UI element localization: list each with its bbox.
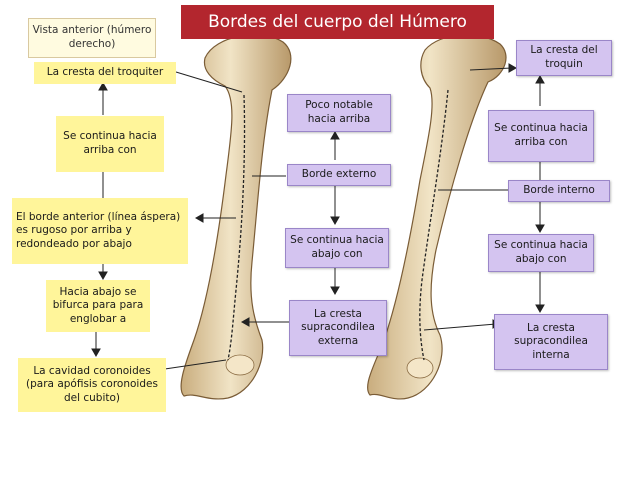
continua-arriba-right-label: Se continua hacia arriba con (488, 110, 594, 162)
external-supracondylar-crest-label: La cresta supracondilea externa (289, 300, 387, 356)
internal-border-label: Borde interno (508, 180, 610, 202)
connector-arrows (91, 63, 545, 371)
left-humerus-image (180, 34, 292, 400)
view-note: Vista anterior (húmero derecho) (28, 18, 156, 58)
continua-abajo-middle-label: Se continua hacia abajo con (285, 228, 389, 268)
troquin-crest-label: La cresta del troquin (516, 40, 612, 76)
page-title: Bordes del cuerpo del Húmero (181, 5, 494, 39)
right-humerus-image (367, 34, 507, 400)
coronoid-fossa-label: La cavidad coronoides (para apófisis cor… (18, 358, 166, 412)
troquiter-crest-label: La cresta del troquiter (34, 62, 176, 84)
continua-abajo-right-label: Se continua hacia abajo con (488, 234, 594, 272)
poco-notable-label: Poco notable hacia arriba (287, 94, 391, 132)
continua-arriba-left-label: Se continua hacia arriba con (56, 116, 164, 172)
external-border-label: Borde externo (287, 164, 391, 186)
internal-supracondylar-crest-label: La cresta supracondilea interna (494, 314, 608, 370)
bifurca-label: Hacia abajo se bifurca para para engloba… (46, 280, 150, 332)
anterior-border-label: El borde anterior (línea áspera) es rugo… (12, 198, 188, 264)
